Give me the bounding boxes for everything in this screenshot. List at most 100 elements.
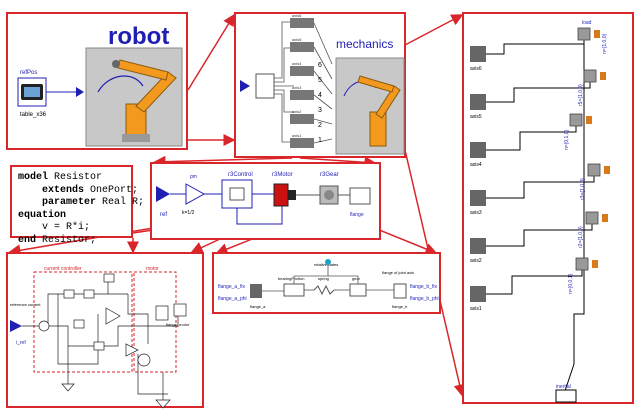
joint-axis-label: flange of joint axis (382, 270, 414, 275)
port-number: 1 (318, 137, 322, 144)
spring-icon[interactable] (313, 284, 335, 296)
gain-block[interactable] (185, 183, 206, 205)
control-label: r3Control (228, 172, 253, 178)
axis-block[interactable] (290, 66, 314, 76)
motor-label: r3Motor (272, 172, 293, 178)
arrow-robot-to-mechanics (187, 13, 235, 91)
source-icon[interactable] (137, 353, 151, 367)
axis-block[interactable] (290, 90, 314, 100)
flange-motor-block[interactable] (173, 303, 187, 317)
opamp-icon[interactable] (105, 307, 121, 325)
joint-block[interactable] (587, 163, 601, 177)
flange-a-fix-label: flange_a_fix (218, 284, 245, 290)
kin-axis-block[interactable] (470, 286, 486, 302)
motor-component[interactable] (155, 305, 169, 321)
flange-a-block[interactable] (250, 284, 262, 298)
kin-axis-block[interactable] (470, 94, 486, 110)
joint-block[interactable] (569, 113, 583, 127)
mechanics-graphic: axis6 axis5 axis4 axis3 axis2 axis1 6 5 … (240, 14, 405, 155)
ref-input-icon (156, 186, 170, 202)
kin-axis-label: axis6 (470, 66, 482, 72)
drive-graphic: ref k=1/2 pm r3Control r3Motor r3Gear fl… (156, 172, 371, 225)
axis-block[interactable] (290, 18, 314, 28)
joint-label: r5={1,0,0} (578, 84, 584, 106)
mechanics-title: mechanics (336, 37, 393, 51)
kin-axis-label: axis4 (470, 162, 482, 168)
circuit-component[interactable] (103, 273, 115, 283)
port-number: 3 (318, 107, 322, 114)
joint-label: r3={1,0,0} (580, 178, 586, 200)
flange-a-label: flange_a (250, 304, 266, 309)
gear-element-label: gear (352, 276, 361, 281)
kinematics-panel: axis6 axis5 axis4 axis3 axis2 axis1 (462, 12, 634, 404)
code-keyword: model (18, 172, 49, 183)
body-block (602, 214, 608, 222)
kin-axis-label: axis2 (470, 258, 482, 264)
modelica-code: model Resistor extends OnePort; paramete… (18, 172, 144, 247)
load-label: load (582, 20, 592, 26)
kinematics-graphic: axis6 axis5 axis4 axis3 axis2 axis1 (470, 20, 610, 403)
kin-axis-label: axis1 (470, 306, 482, 312)
source-icon[interactable] (38, 320, 50, 332)
opamp-icon[interactable] (125, 343, 139, 357)
flange-b-block[interactable] (393, 283, 407, 299)
mech-axis-label: axis1 (292, 133, 302, 138)
robot-panel: robot refPos table_x36 (6, 12, 188, 150)
joint-label: n={0,0,1} (568, 274, 574, 294)
kin-axis-block[interactable] (470, 238, 486, 254)
joint-block[interactable] (575, 257, 589, 271)
flange-a-phi-label: flange_a_phi (218, 296, 247, 302)
reference-current-label: reference current (10, 302, 41, 307)
kin-axis-block[interactable] (470, 142, 486, 158)
kin-axis-block[interactable] (470, 190, 486, 206)
motor-block[interactable] (273, 183, 289, 207)
circuit-panel: current controller motor reference curre… (6, 252, 204, 409)
kin-axis-block[interactable] (470, 46, 486, 62)
axis-block[interactable] (290, 114, 314, 124)
axis-block[interactable] (290, 138, 314, 148)
inertial-block[interactable] (555, 389, 577, 403)
circuit-component[interactable] (93, 341, 105, 351)
motor-region (133, 271, 177, 373)
arrow-mechanics-to-kinematics (404, 14, 464, 46)
relative-states-icon[interactable] (325, 259, 331, 265)
code-keyword: equation (18, 209, 67, 221)
body-block (604, 166, 610, 174)
flange-motor-label: flange_motor (166, 322, 190, 327)
circuit-component[interactable] (73, 319, 85, 329)
spring-label: spring (318, 276, 329, 281)
controller-region (33, 271, 133, 373)
joint-block[interactable] (577, 27, 591, 41)
kin-axis-label: axis5 (470, 114, 482, 120)
joint-block[interactable] (585, 211, 599, 225)
joint-label: n={1,0,0} (602, 34, 608, 54)
controller-label: current controller (44, 266, 82, 272)
flange-b-phi-label: flange_b_phi (410, 296, 439, 302)
body-block (594, 30, 600, 38)
arrow-mechanics-to-drive (153, 155, 293, 168)
port-number: 4 (318, 92, 322, 99)
joint-label: r2={1,0,0} (578, 226, 584, 248)
body-block (592, 260, 598, 268)
bearing-block[interactable] (283, 283, 305, 297)
circuit-motor-label: motor (146, 266, 159, 272)
flange-b-label: flange_b (392, 304, 408, 309)
gear-label: r3Gear (320, 172, 339, 178)
gear-element-block[interactable] (349, 283, 367, 297)
robot-title: robot (108, 23, 169, 50)
ref-label: ref (160, 212, 167, 218)
flange-label: flange (350, 212, 364, 218)
relative-states-label: relativeStates (314, 262, 338, 267)
mech-axis-label: axis2 (292, 109, 302, 114)
mech-axis-label: axis5 (292, 37, 302, 42)
flange-block[interactable] (349, 187, 371, 205)
code-text: v = R*i; (42, 222, 91, 233)
axis-block[interactable] (290, 42, 314, 52)
circuit-component[interactable] (83, 289, 95, 299)
circuit-component[interactable] (63, 289, 75, 299)
mech-axis-label: axis3 (292, 85, 302, 90)
mechanics-panel: axis6 axis5 axis4 axis3 axis2 axis1 6 5 … (234, 12, 406, 158)
port-number: 5 (318, 77, 322, 84)
code-text: Resistor (48, 172, 103, 183)
joint-block[interactable] (583, 69, 597, 83)
